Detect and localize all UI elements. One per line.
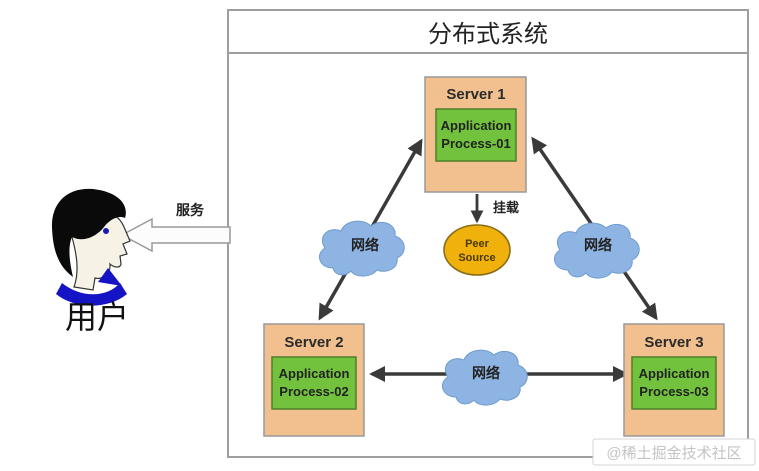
service-arrow-group: 服务 bbox=[120, 202, 231, 253]
network-label-bottom: 网络 bbox=[472, 365, 500, 381]
user-label: 用户 bbox=[65, 299, 129, 335]
peer-source-line1: Peer bbox=[465, 238, 490, 250]
server1-node: Server 1 Application Process-01 bbox=[424, 76, 527, 193]
server3-process-box bbox=[631, 356, 717, 410]
server1-process-box bbox=[435, 108, 517, 162]
peer-source-ellipse bbox=[443, 224, 511, 276]
server1-process-line2: Process-01 bbox=[441, 136, 510, 151]
user-figure: 用户 bbox=[51, 188, 131, 335]
server3-title: Server 3 bbox=[644, 334, 703, 351]
server2-process-line2: Process-02 bbox=[279, 384, 348, 399]
user-hair bbox=[51, 188, 126, 277]
server2-node: Server 2 Application Process-02 bbox=[263, 323, 365, 437]
network-label-left: 网络 bbox=[351, 237, 379, 253]
watermark-box bbox=[592, 438, 756, 466]
mount-label: 挂载 bbox=[493, 200, 519, 215]
server2-process-box bbox=[271, 356, 357, 410]
network-cloud-left: 网络 bbox=[318, 220, 405, 277]
peer-source-line2: Source bbox=[458, 252, 495, 264]
server3-process-line1: Application bbox=[639, 366, 710, 381]
network-cloud-right: 网络 bbox=[553, 222, 640, 279]
server2-title: Server 2 bbox=[284, 334, 343, 351]
server1-title: Server 1 bbox=[446, 86, 505, 103]
user-collar bbox=[56, 283, 127, 306]
server3-node: Server 3 Application Process-03 bbox=[623, 323, 725, 437]
server1-process-line1: Application bbox=[441, 118, 512, 133]
peer-source-node: Peer Source bbox=[443, 224, 511, 276]
user-neck-shade bbox=[98, 268, 122, 286]
service-arrow bbox=[120, 217, 231, 253]
watermark-text: @稀土掘金技术社区 bbox=[606, 445, 741, 462]
user-eye bbox=[103, 228, 109, 234]
watermark-group: @稀土掘金技术社区 bbox=[592, 438, 756, 466]
network-label-right: 网络 bbox=[584, 237, 612, 253]
system-title: 分布式系统 bbox=[428, 21, 548, 48]
service-label: 服务 bbox=[176, 202, 205, 218]
network-cloud-bottom: 网络 bbox=[441, 349, 528, 406]
server2-process-line1: Application bbox=[279, 366, 350, 381]
server3-process-line2: Process-03 bbox=[639, 384, 708, 399]
